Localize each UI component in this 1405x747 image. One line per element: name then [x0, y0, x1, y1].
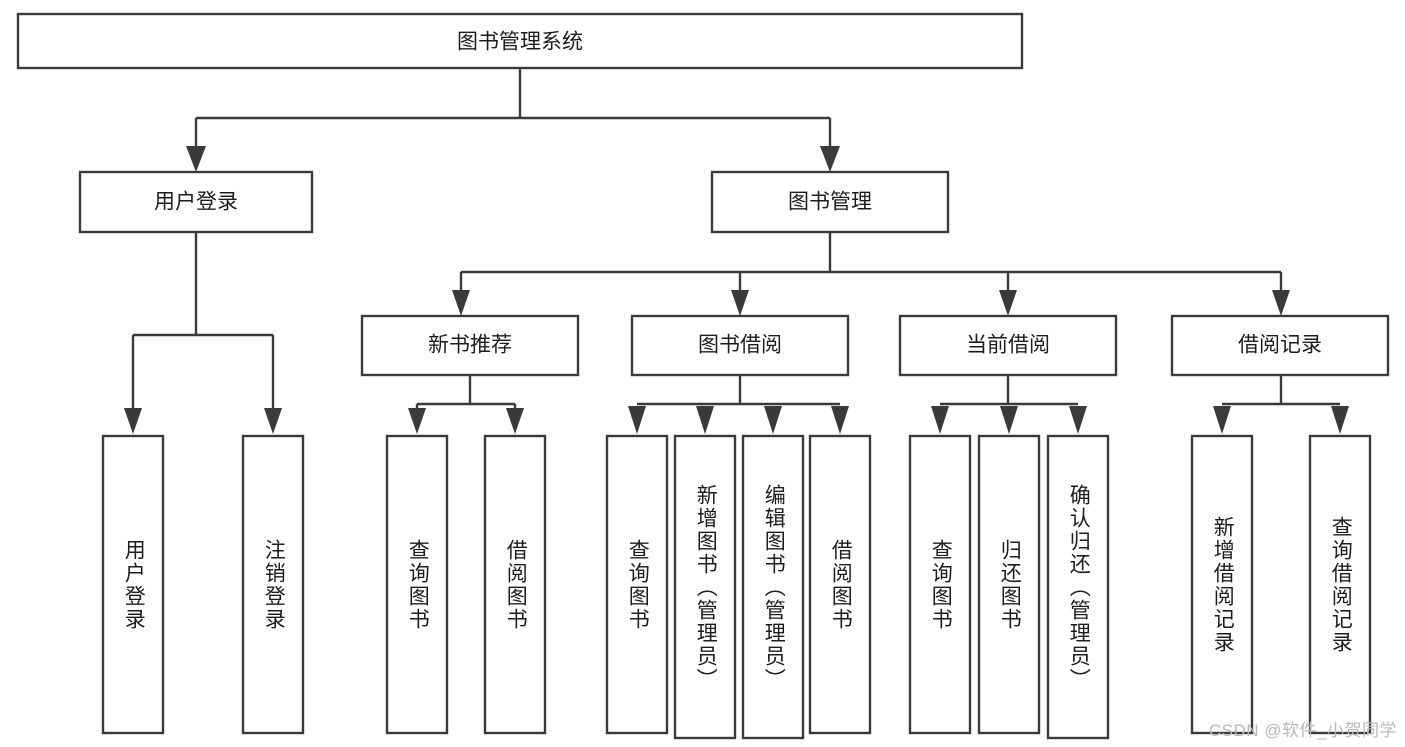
arrow-head-leaf-user-login-2 — [264, 408, 282, 434]
arrow-head-leaf-bb-4 — [831, 406, 849, 434]
connector-group-current-borrow — [931, 375, 1087, 434]
leaf-box-user-login-1[interactable] — [101, 434, 165, 735]
arrow-head-borrow-record — [1272, 290, 1290, 316]
leaf-box-bb-1[interactable] — [605, 434, 669, 735]
connector-group-new-book-recommend — [408, 375, 524, 434]
leaf-box-bb-3[interactable] — [741, 434, 805, 740]
leaf-box-br-2[interactable] — [1308, 434, 1372, 735]
node-book-borrow-label: 图书借阅 — [698, 334, 782, 357]
node-book-mgmt-box[interactable] — [710, 170, 950, 234]
arrow-head-new-book-recommend — [452, 290, 470, 316]
leaf-box-cb-1[interactable] — [908, 434, 972, 735]
leaf-box-bb-2[interactable] — [673, 434, 737, 740]
connector-group-root — [186, 68, 840, 172]
node-root-label: 图书管理系统 — [457, 31, 583, 54]
node-current-borrow-label: 当前借阅 — [966, 334, 1050, 357]
arrow-head-book-borrow — [731, 290, 749, 316]
arrow-head-leaf-cb-3 — [1069, 406, 1087, 434]
node-root-box[interactable] — [16, 12, 1024, 70]
leaf-box-nbr-2[interactable] — [483, 434, 547, 735]
arrow-head-leaf-bb-1 — [628, 406, 646, 434]
arrow-head-user-login — [186, 146, 206, 172]
arrow-head-leaf-cb-1 — [931, 406, 949, 434]
node-book-mgmt-label: 图书管理 — [788, 191, 872, 214]
leaf-box-nbr-1[interactable] — [385, 434, 449, 735]
arrow-head-leaf-nbr-2 — [506, 408, 524, 434]
node-borrow-record-label: 借阅记录 — [1238, 334, 1322, 357]
arrow-head-book-mgmt — [820, 146, 840, 172]
arrow-head-leaf-user-login-1 — [124, 408, 142, 434]
arrow-head-leaf-bb-2 — [696, 406, 714, 434]
arrow-head-leaf-nbr-1 — [408, 408, 426, 434]
leaf-box-cb-2[interactable] — [977, 434, 1041, 735]
csdn-watermark: CSDN @软件_小贺同学 — [1208, 721, 1397, 740]
arrow-head-leaf-bb-3 — [764, 406, 782, 434]
node-book-borrow-box[interactable] — [630, 314, 850, 377]
leaf-box-br-1[interactable] — [1190, 434, 1254, 735]
node-borrow-record-box[interactable] — [1170, 314, 1390, 377]
connector-group-book-borrow — [628, 375, 849, 434]
node-user-login-box[interactable] — [78, 170, 314, 234]
leaf-box-bb-4[interactable] — [808, 434, 872, 735]
node-new-book-recommend-label: 新书推荐 — [428, 334, 512, 357]
arrow-head-leaf-cb-2 — [1000, 406, 1018, 434]
arrow-head-leaf-br-2 — [1331, 406, 1349, 434]
node-user-login-label: 用户登录 — [154, 191, 238, 214]
arrow-head-current-borrow — [999, 290, 1017, 316]
connector-group-book-mgmt — [452, 232, 1290, 316]
arrow-head-leaf-br-1 — [1213, 406, 1231, 434]
connector-group-borrow-record — [1213, 375, 1349, 434]
leaf-box-cb-3[interactable] — [1046, 434, 1110, 740]
leaf-box-user-login-2[interactable] — [241, 434, 305, 735]
connector-group-user-login — [124, 232, 282, 434]
node-new-book-recommend-box[interactable] — [360, 314, 580, 377]
node-current-borrow-box[interactable] — [898, 314, 1118, 377]
